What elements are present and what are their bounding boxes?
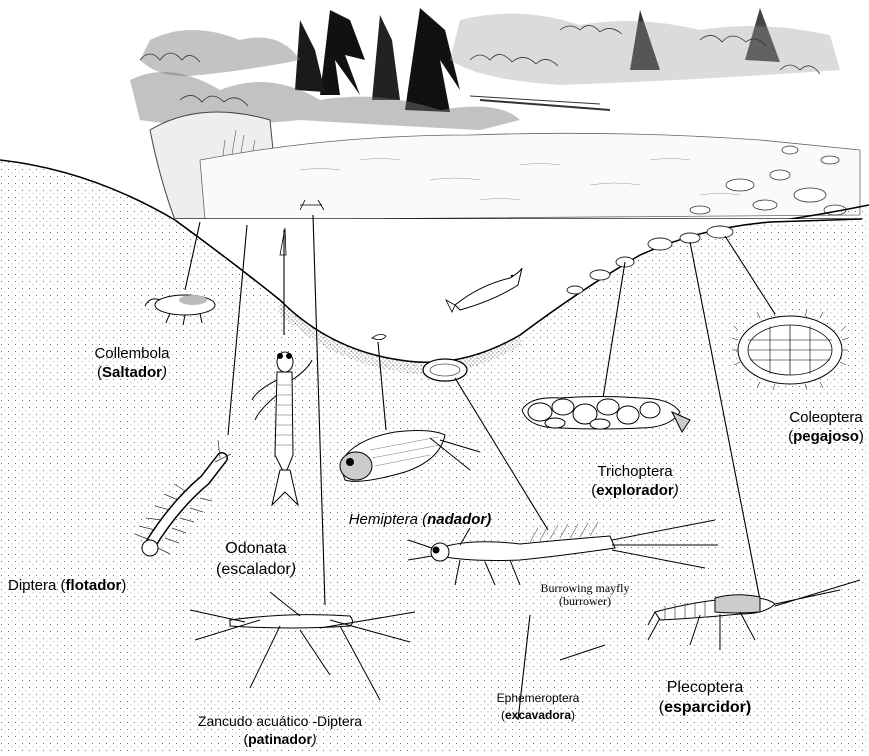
label-diptera-name: Diptera ( [8, 577, 66, 594]
label-coleoptera-close: ) [859, 428, 864, 445]
figure-caption-line2: (burrower) [559, 594, 611, 608]
label-collembola: Collembola (Saltador) [72, 344, 192, 382]
label-hemiptera-role: nadador [427, 511, 486, 528]
label-odonata: Odonata (escalador) [206, 538, 306, 580]
label-ephemeroptera: Ephemeroptera (excavadora) [478, 690, 598, 724]
label-odonata-close: ) [291, 561, 296, 578]
label-odonata-role: escalador [221, 561, 290, 578]
forest-background [130, 8, 840, 130]
figure-caption-line1: Burrowing mayfly [541, 581, 630, 595]
label-plecoptera-role: esparcidor [664, 699, 746, 716]
label-plecoptera: Plecoptera (esparcidor) [650, 678, 760, 718]
label-water-strider-role: patinador [248, 731, 312, 747]
label-coleoptera-role: pegajoso [793, 428, 859, 445]
label-coleoptera-name: Coleoptera [789, 409, 862, 426]
label-odonata-name: Odonata [225, 540, 286, 557]
label-trichoptera: Trichoptera (explorador) [575, 462, 695, 500]
label-water-strider: Zancudo acuático -Diptera (patinador) [180, 712, 380, 748]
label-trichoptera-name: Trichoptera [597, 463, 672, 480]
label-collembola-role: Saltador [102, 364, 162, 381]
label-hemiptera-name: Hemiptera ( [349, 511, 427, 528]
label-trichoptera-role: explorador [596, 482, 674, 499]
label-diptera-role: flotador [66, 577, 122, 594]
label-ephemeroptera-close: ) [571, 708, 575, 722]
label-diptera-close: ) [121, 577, 126, 594]
label-collembola-close: ) [162, 364, 167, 381]
label-plecoptera-close: ) [746, 699, 751, 716]
label-trichoptera-close: ) [674, 482, 679, 499]
figure-caption: Burrowing mayfly (burrower) [535, 582, 635, 608]
label-diptera-floater: Diptera (flotador) [8, 576, 138, 595]
label-water-strider-close: ) [312, 731, 317, 747]
label-hemiptera-close: ) [486, 511, 491, 528]
label-coleoptera: Coleoptera (pegajoso) [786, 408, 866, 446]
label-hemiptera: Hemiptera (nadador) [340, 510, 500, 529]
label-collembola-name: Collembola [94, 345, 169, 362]
label-ephemeroptera-role: excavadora [505, 708, 571, 722]
label-plecoptera-name: Plecoptera [667, 679, 744, 696]
label-ephemeroptera-name: Ephemeroptera [497, 691, 580, 705]
label-water-strider-name: Zancudo acuático -Diptera [198, 713, 362, 729]
